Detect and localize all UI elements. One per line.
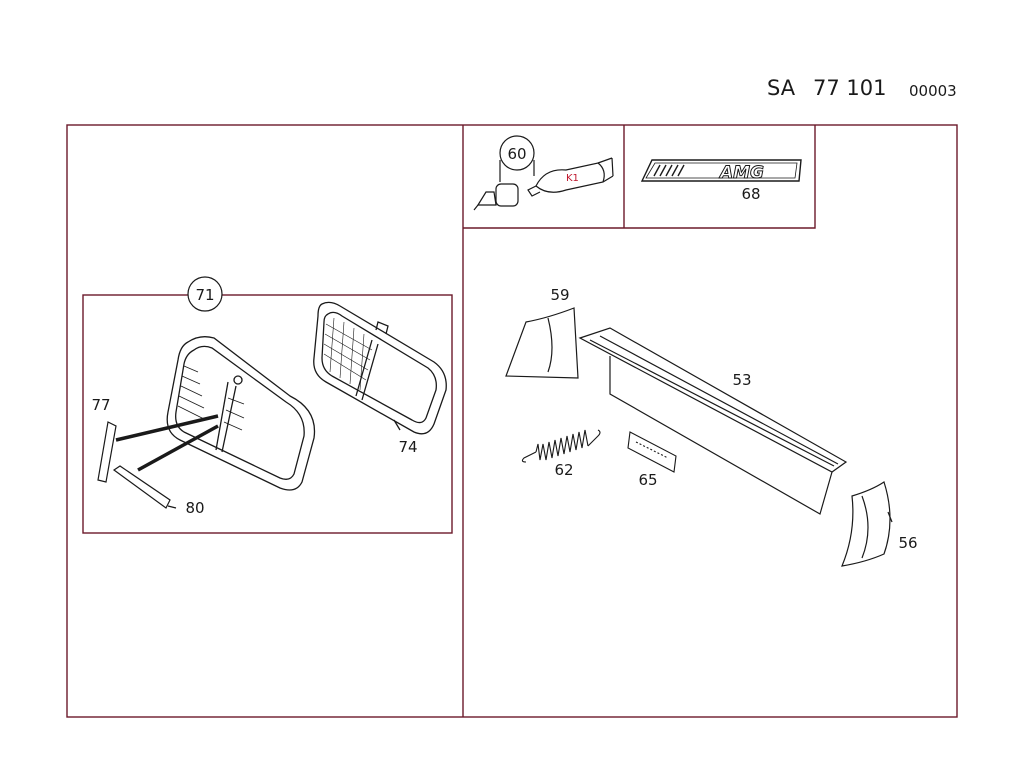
part-number-71: 71 [195,286,214,304]
grille-outer [166,336,316,491]
grille-front [166,336,316,491]
spring-hook-left [521,451,537,463]
leader-56 [887,511,893,523]
spoiler-face [609,356,833,515]
header-prefix: SA [767,76,796,100]
spring-62 [521,429,601,463]
end-cap-59-shape [505,307,579,379]
grille-slats [177,365,245,431]
part-number-53: 53 [732,371,751,389]
spring-hook-right [587,429,601,447]
part-number-80: 80 [185,499,204,517]
tube-label: K1 [566,173,579,184]
callout-circle-60 [499,135,535,171]
strip-80 [112,465,171,509]
arrow-77a [115,414,219,442]
tube-crimp [597,157,614,183]
part-number-56: 56 [898,534,917,552]
label-65-shape [627,431,677,473]
spoiler-53 [578,327,848,515]
part-number-77: 77 [91,396,110,414]
chrome-center-bar [355,339,373,397]
spoiler-ridge-2 [599,335,839,465]
outer-frame [66,124,958,718]
part-number-60: 60 [507,145,526,163]
tube-body [535,162,605,193]
part-number-68: 68 [741,185,760,203]
part-number-62: 62 [554,461,573,479]
strip-77 [97,421,117,483]
end-cap-56-shape [841,481,891,567]
grille-inner [175,345,305,480]
part-number-59: 59 [550,286,569,304]
group-71-box [82,294,453,534]
nozzle-cap [476,191,497,206]
sealant-kit [473,135,614,211]
chrome-outer [313,301,447,435]
callout-circle-71 [187,276,223,312]
frames [66,124,958,718]
chrome-mesh [323,317,373,391]
badge-text: AMG [718,163,764,183]
spoiler-ridge [589,339,835,467]
badge-inner [645,162,798,179]
leader-74 [393,419,401,431]
end-cap-56 [841,481,893,567]
grille-center-bar [215,381,229,451]
amg-badge: AMG [640,159,802,184]
tube-neck [527,185,541,197]
end-cap-59-edge [547,317,553,373]
spring-coil [535,429,589,461]
spoiler-top [578,327,848,473]
nozzle-tip [473,204,479,211]
nozzle-body [495,183,519,207]
leader-80 [167,505,177,509]
part-number-74: 74 [398,438,417,456]
label-65 [627,431,677,473]
grille-center-bar-2 [221,385,237,453]
star-mount [233,375,243,385]
badge-stripes [653,164,685,177]
header-code: 00003 [909,82,957,100]
chrome-center-bar-2 [361,343,379,401]
header-number: 77 101 [813,76,887,100]
end-cap-56-edge [861,495,869,559]
chrome-clip [375,321,389,335]
badge-outline [640,159,802,182]
trim-strip-80 [112,465,177,509]
part-number-65: 65 [638,471,657,489]
top-right-box [463,125,816,229]
arrow-77b [137,424,219,472]
chrome-inner [321,311,437,424]
grille-chrome-74 [313,301,447,435]
trim-strip-77 [97,414,219,483]
label-65-text [635,441,669,459]
end-cap-59 [505,307,579,379]
